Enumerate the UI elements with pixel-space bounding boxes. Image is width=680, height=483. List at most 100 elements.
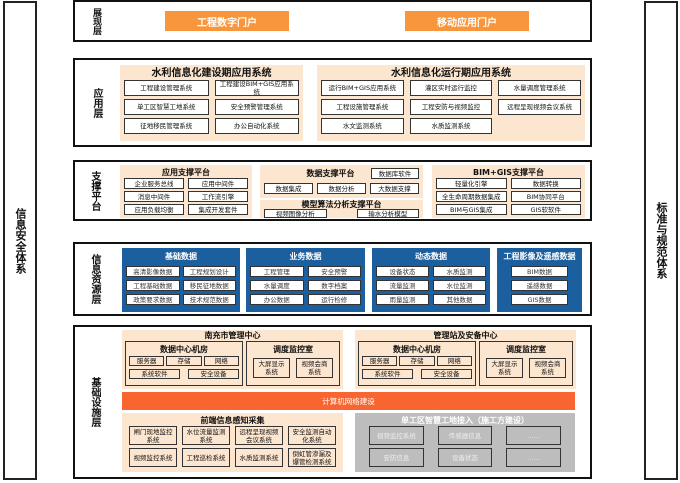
item-list: 工程管理安全预警水量调度数字档案办公数据运行检修 (250, 266, 361, 305)
item-box: 输水分析模型 (356, 209, 419, 218)
item-box: 数据库软件 (371, 168, 419, 179)
item-box: 政策要求数据 (126, 294, 180, 305)
item-list: 系统软件安全设备 (362, 369, 472, 379)
item-box: 运行BIM+GIS应用系统 (321, 80, 404, 96)
item-box: 水质监测系统 (409, 118, 493, 134)
item-box: 远程呈现视频会议系统 (235, 426, 283, 445)
item-box: 数字档案 (307, 280, 361, 291)
item-box: 工程管理 (250, 266, 304, 277)
item-box: 数据集成 (264, 183, 313, 194)
item-box: 流量监测 (376, 280, 429, 291)
layer-label: 支撑平台 (89, 170, 100, 211)
engineering-digital-portal[interactable]: 工程数字门户 (165, 11, 289, 31)
item-box: 闸门现地监控系统 (129, 426, 177, 445)
item-list: 视频监控系统传感器信息……安防信息设备状态…… (359, 426, 571, 467)
item-box: 工程建设BIM+GIS应用系统 (214, 80, 299, 96)
item-box: 服务器 (129, 356, 165, 366)
item-box: 水位监测 (433, 280, 486, 291)
item-list: 大屏显示系统视频会商系统 (250, 356, 336, 378)
item-box: 网络 (203, 356, 239, 366)
item-list: 大屏显示系统视频会商系统 (483, 356, 569, 378)
group-title: 模型算法分析支撑平台 (301, 200, 382, 209)
group-title: BIM+GIS支撑平台 (472, 168, 545, 177)
item-box: 移民征地数据 (182, 280, 236, 291)
item-box: 数据转换 (510, 178, 581, 189)
group-title: 水利信息化建设期应用系统 (151, 68, 272, 79)
item-box: 雨量监测 (376, 294, 429, 305)
group-title: 业务数据 (289, 252, 322, 261)
subgroup-title: 调度监控室 (273, 345, 313, 354)
item-box: BIM协同平台 (510, 191, 581, 202)
item-box: 系统软件 (362, 369, 413, 379)
dynamic-data-group: 动态数据 设备状态水质监测流量监测水位监测雨量监测其他数据 (372, 248, 490, 312)
item-box: 高清影像数据 (126, 266, 180, 277)
item-box: 工程设施管理系统 (321, 99, 404, 115)
construction-systems-group: 水利信息化建设期应用系统 工程建设管理系统工程建设BIM+GIS应用系统单工区智… (120, 65, 303, 141)
item-list: 设备状态水质监测流量监测水位监测雨量监测其他数据 (376, 266, 486, 305)
item-box: 水质监测系统 (235, 448, 283, 467)
item-list: 企业服务总线应用中间件消息中间件工作流引擎应用负载均衡集成开发套件 (124, 178, 248, 215)
mobile-app-portal[interactable]: 移动应用门户 (405, 11, 529, 31)
item-box: 水量调度管理系统 (498, 80, 581, 96)
application-layer: 应用层 水利信息化建设期应用系统 工程建设管理系统工程建设BIM+GIS应用系统… (73, 58, 592, 147)
item-box: 工程安防与视频监控 (409, 99, 493, 115)
item-box: 办公自动化系统 (214, 118, 299, 134)
item-box: 遥感数据 (511, 280, 568, 291)
item-box: 安全设备 (421, 369, 472, 379)
item-list: 系统软件安全设备 (129, 369, 239, 379)
basic-data-group: 基础数据 高清影像数据工程规划设计工程基础数据移民征地数据政策要求数据技术规范数… (122, 248, 240, 312)
item-box: 灌区实时运行监控 (409, 80, 493, 96)
item-box: 传感器信息 (437, 426, 493, 445)
item-box: 系统软件 (129, 369, 180, 379)
item-box: 工程建设管理系统 (124, 80, 209, 96)
presentation-layer: 展现层 工程数字门户 移动应用门户 (73, 0, 592, 42)
item-box: 网络 (436, 356, 472, 366)
app-support-group: 应用支撑平台 企业服务总线应用中间件消息中间件工作流引擎应用负载均衡集成开发套件 (120, 165, 252, 218)
item-box: 全生命周期数据集成 (436, 191, 507, 202)
dispatch-control-room: 调度监控室 大屏显示系统视频会商系统 (246, 341, 340, 386)
group-title: 应用支撑平台 (162, 168, 210, 177)
data-support-group: 数据支撑平台数据库软件 数据集成 数据分析 大数据支撑 (260, 165, 423, 198)
dispatch-control-room: 调度监控室 大屏显示系统视频会商系统 (479, 341, 573, 386)
item-list: 服务器存储网络 (129, 356, 239, 366)
item-box: 办公数据 (250, 294, 304, 305)
data-center-room: 数据中心机房 服务器存储网络 系统软件安全设备 (358, 341, 476, 386)
item-box: 视频监控系统 (369, 426, 424, 445)
management-center-group: 南充市管理中心 数据中心机房 服务器存储网络 系统软件安全设备 调度监控室 大屏… (122, 330, 343, 389)
item-box: …… (506, 426, 561, 445)
item-list: 运行BIM+GIS应用系统灌区实时运行监控水量调度管理系统工程设施管理系统工程安… (321, 80, 581, 134)
item-box: 集成开发套件 (188, 204, 248, 215)
item-box: GIS软软件 (510, 204, 581, 215)
item-list: 工程建设管理系统工程建设BIM+GIS应用系统单工区智慧工地系统安全预警管理系统… (124, 80, 299, 134)
item-box: 水文监测系统 (321, 118, 404, 134)
layer-label: 信息资源层 (89, 254, 100, 304)
item-box: 视频会商系统 (296, 358, 333, 378)
item-box: 企业服务总线 (124, 178, 184, 189)
data-center-room: 数据中心机房 服务器存储网络 系统软件安全设备 (125, 341, 243, 386)
item-box: 存储 (166, 356, 202, 366)
item-box: 应用负载均衡 (124, 204, 184, 215)
group-title: 工程影像及遥感数据 (503, 252, 576, 261)
subgroup-title: 数据中心机房 (160, 345, 208, 354)
item-box: 存储 (399, 356, 435, 366)
group-title: 基础数据 (165, 252, 197, 261)
layer-label: 基础设施层 (89, 377, 100, 427)
item-box: BIM与GIS集成 (436, 204, 507, 215)
layer-label: 应用层 (91, 87, 102, 118)
info-security-system: 信息安全体系 (3, 1, 37, 480)
item-box: 应用中间件 (188, 178, 248, 189)
item-box: 水质监测 (433, 266, 486, 277)
group-title: 动态数据 (415, 252, 447, 261)
layer-label: 展现层 (91, 7, 101, 35)
item-box: 安全设备 (188, 369, 239, 379)
item-list: 视频图像分析 输水分析模型 (264, 209, 419, 218)
item-box: 大屏显示系统 (253, 358, 290, 378)
item-box: 轻量化引擎 (436, 178, 507, 189)
item-list: 闸门现地监控系统水位流量监测系统远程呈现视频会议系统安全监测自动化系统视频监控系… (126, 426, 339, 467)
item-box: 安全监测自动化系统 (288, 426, 336, 445)
item-box: 视频监控系统 (129, 448, 177, 467)
item-box: 服务器 (362, 356, 398, 366)
item-box: 视频图像分析 (264, 209, 327, 218)
computer-network-bar: 计算机网络建设 (122, 392, 575, 410)
